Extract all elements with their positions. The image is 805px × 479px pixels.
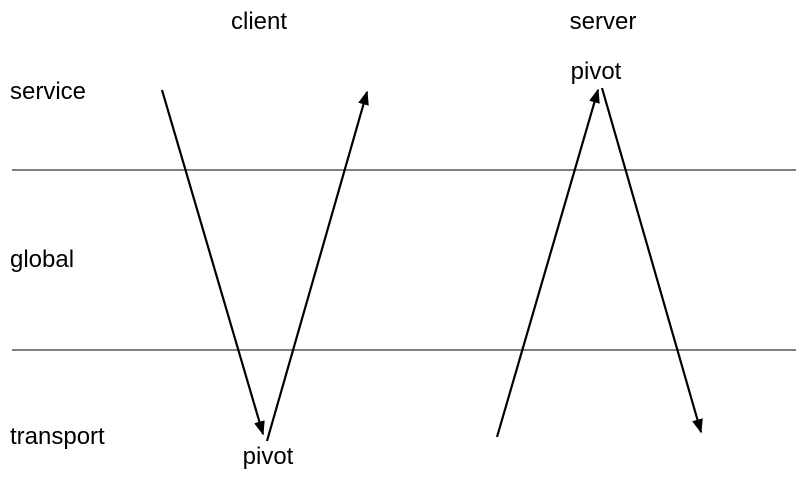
layer-label-transport: transport [10,423,105,450]
column-label-client: client [230,8,288,35]
server-up-arrow [495,88,600,438]
layer-label-service: service [10,78,87,105]
client-up-arrow [265,90,369,442]
pivot-label-client: pivot [242,443,294,470]
pivot-label-server: pivot [570,58,622,85]
layer-label-global: global [10,246,75,273]
column-label-server: server [569,8,637,35]
server-down-arrow [600,87,703,434]
client-down-arrow [160,89,265,436]
